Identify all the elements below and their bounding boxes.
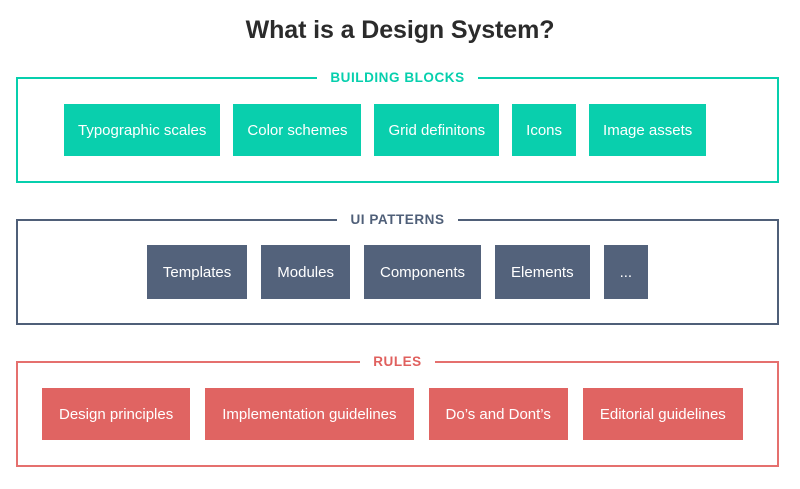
chip-typographic-scales[interactable]: Typographic scales xyxy=(64,104,221,156)
section-rules: RULES Design principles Implementation g… xyxy=(16,352,779,467)
chip-image-assets[interactable]: Image assets xyxy=(589,104,707,156)
chip-components[interactable]: Components xyxy=(363,245,482,299)
section-building-blocks: BUILDING BLOCKS Typographic scales Color… xyxy=(16,68,779,183)
chip-row-rules: Design principles Implementation guideli… xyxy=(18,363,777,465)
chip-editorial-guidelines[interactable]: Editorial guidelines xyxy=(582,388,743,440)
chip-templates[interactable]: Templates xyxy=(146,245,248,299)
chip-elements[interactable]: Elements xyxy=(495,245,590,299)
chip-design-principles[interactable]: Design principles xyxy=(42,388,191,440)
chip-color-schemes[interactable]: Color schemes xyxy=(233,104,362,156)
chip-ellipsis[interactable]: ... xyxy=(603,245,649,299)
chip-row-ui-patterns: Templates Modules Components Elements ..… xyxy=(18,221,777,323)
chip-modules[interactable]: Modules xyxy=(261,245,350,299)
chip-row-building-blocks: Typographic scales Color schemes Grid de… xyxy=(18,79,777,181)
chip-dos-and-donts[interactable]: Do’s and Dont’s xyxy=(428,388,568,440)
chip-icons[interactable]: Icons xyxy=(512,104,577,156)
page-title: What is a Design System? xyxy=(245,16,555,44)
section-ui-patterns: UI PATTERNS Templates Modules Components… xyxy=(16,210,779,325)
chip-implementation-guidelines[interactable]: Implementation guidelines xyxy=(205,388,414,440)
chip-grid-definitions[interactable]: Grid definitons xyxy=(374,104,500,156)
